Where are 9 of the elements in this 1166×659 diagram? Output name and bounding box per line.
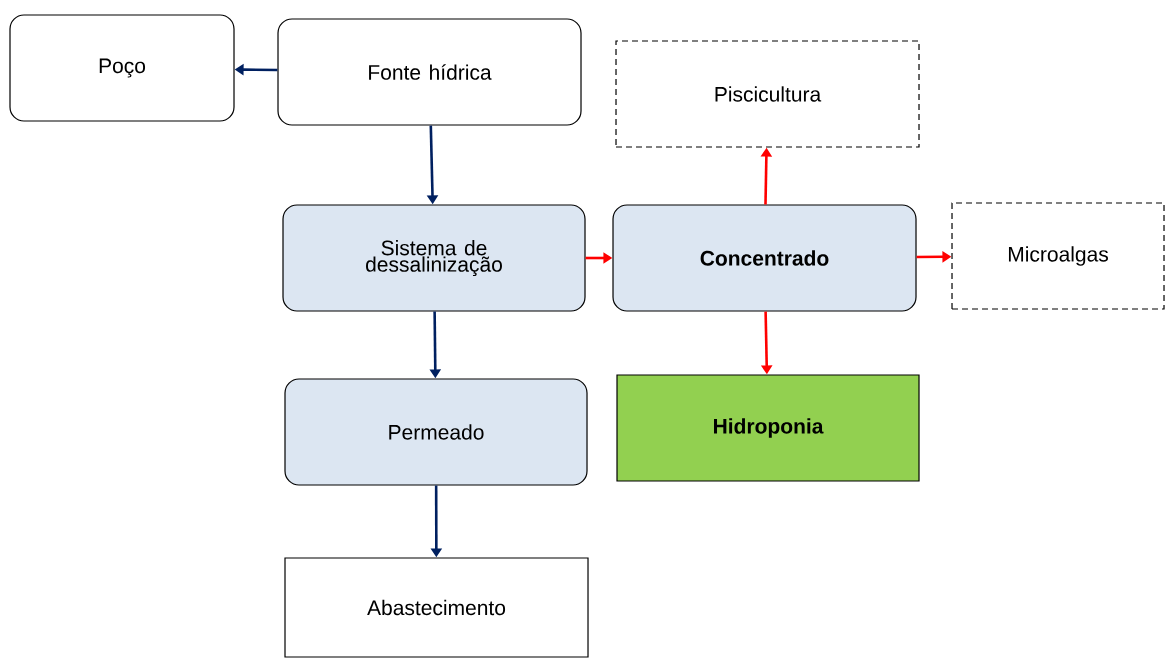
process-box: Sistema de dessalinização xyxy=(282,204,586,312)
process-box: Fonte hídrica xyxy=(277,18,582,126)
process-box: Permeado xyxy=(284,378,588,486)
process-box: Poço xyxy=(9,14,235,122)
process-box: Concentrado xyxy=(612,204,917,312)
dashed-box: Microalgas xyxy=(951,202,1165,310)
dashed-box: Piscicultura xyxy=(615,40,920,148)
process-box: Abastecimento xyxy=(284,557,589,658)
process-box: Hidroponia xyxy=(616,374,920,482)
